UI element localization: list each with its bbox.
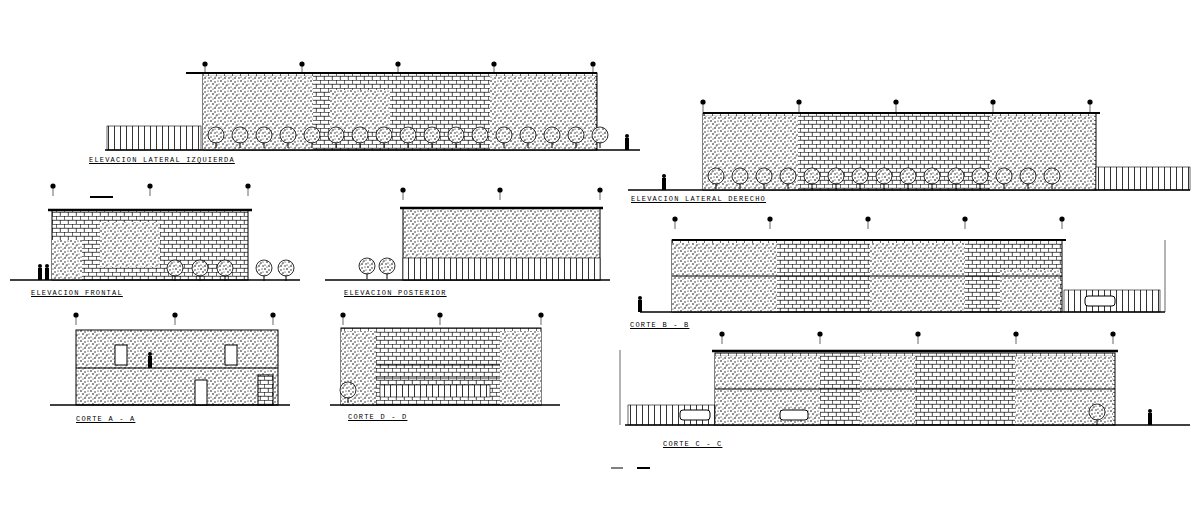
section-a: [50, 312, 290, 405]
elevation-left: [105, 61, 640, 150]
elevation-front: [10, 183, 300, 281]
view-title: ELEVACION LATERAL DERECHO: [630, 195, 767, 204]
view-title: CORTE D - D: [347, 413, 408, 422]
view-title: CORTE B - B: [629, 321, 690, 330]
section-b: [638, 216, 1165, 312]
view-title: ELEVACION POSTERIOR: [343, 289, 448, 298]
view-title: ELEVACION FRONTAL: [30, 289, 124, 298]
view-title: ELEVACION LATERAL IZQUIERDA: [88, 156, 236, 165]
view-title: CORTE C - C: [662, 440, 723, 449]
section-d: [330, 312, 560, 405]
elevation-rear: [325, 187, 610, 280]
elevation-right: [628, 99, 1190, 190]
view-title: CORTE A - A: [75, 415, 136, 424]
scale-bar: [90, 197, 650, 468]
section-c: [620, 331, 1190, 425]
